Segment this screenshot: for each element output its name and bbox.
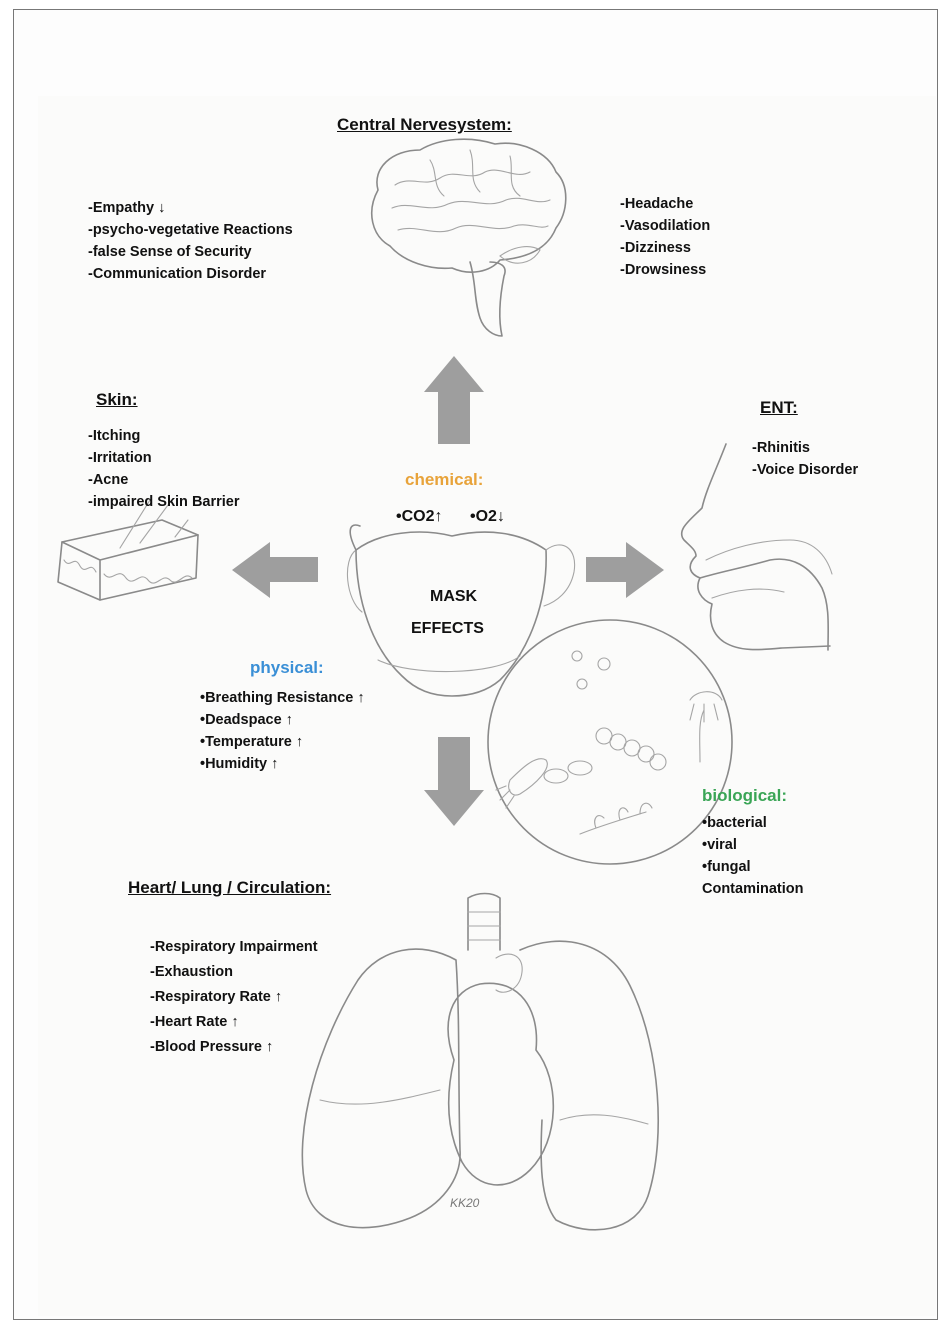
list-item: •viral <box>702 834 804 856</box>
list-item: -Respiratory Rate ↑ <box>150 985 318 1010</box>
heart-heading: Heart/ Lung / Circulation: <box>128 878 331 898</box>
mask-label-line2: EFFECTS <box>411 620 484 638</box>
list-item: -Rhinitis <box>752 437 858 459</box>
list-item: -Acne <box>88 469 240 491</box>
co2-label: •CO2↑ <box>396 508 443 526</box>
list-item: -Dizziness <box>620 237 710 259</box>
mask-label-line1: MASK <box>430 588 477 606</box>
list-item: -Empathy ↓ <box>88 197 293 219</box>
list-item: •fungal <box>702 856 804 878</box>
list-item: -Headache <box>620 193 710 215</box>
list-item: -Heart Rate ↑ <box>150 1010 318 1035</box>
list-item: -Communication Disorder <box>88 263 293 285</box>
list-item: -impaired Skin Barrier <box>88 491 240 513</box>
arrow-right <box>586 542 664 598</box>
chemical-heading: chemical: <box>405 470 483 490</box>
list-item: -Drowsiness <box>620 259 710 281</box>
list-item: -Respiratory Impairment <box>150 935 318 960</box>
biological-list: •bacterial •viral •fungal Contamination <box>702 812 804 900</box>
ent-list: -Rhinitis -Voice Disorder <box>752 437 858 481</box>
skin-heading: Skin: <box>96 390 138 410</box>
list-item: •Humidity ↑ <box>200 753 365 775</box>
list-item: -Voice Disorder <box>752 459 858 481</box>
ent-heading: ENT: <box>760 398 798 418</box>
list-item: -Itching <box>88 425 240 447</box>
list-item: Contamination <box>702 878 804 900</box>
list-item: -Exhaustion <box>150 960 318 985</box>
skin-list: -Itching -Irritation -Acne -impaired Ski… <box>88 425 240 513</box>
o2-label: •O2↓ <box>470 508 505 526</box>
list-item: •Breathing Resistance ↑ <box>200 687 365 709</box>
physical-heading: physical: <box>250 658 324 678</box>
artist-signature: KK20 <box>450 1196 479 1210</box>
skin-drawing <box>58 500 198 600</box>
list-item: -psycho-vegetative Reactions <box>88 219 293 241</box>
physical-list: •Breathing Resistance ↑ •Deadspace ↑ •Te… <box>200 687 365 775</box>
mask-drawing <box>347 525 574 696</box>
brain-drawing <box>372 139 566 336</box>
microbes-drawing <box>488 620 732 864</box>
cns-left-list: -Empathy ↓ -psycho-vegetative Reactions … <box>88 197 293 285</box>
list-item: -false Sense of Security <box>88 241 293 263</box>
biological-heading: biological: <box>702 786 787 806</box>
cns-heading: Central Nervesystem: <box>337 115 512 135</box>
arrow-left <box>232 542 318 598</box>
cns-right-list: -Headache -Vasodilation -Dizziness -Drow… <box>620 193 710 281</box>
lungs-heart-drawing <box>302 894 658 1230</box>
arrow-down <box>424 737 484 826</box>
heart-list: -Respiratory Impairment -Exhaustion -Res… <box>150 935 318 1060</box>
list-item: •Deadspace ↑ <box>200 709 365 731</box>
list-item: -Vasodilation <box>620 215 710 237</box>
list-item: -Blood Pressure ↑ <box>150 1035 318 1060</box>
list-item: -Irritation <box>88 447 240 469</box>
arrow-up <box>424 356 484 444</box>
list-item: •bacterial <box>702 812 804 834</box>
list-item: •Temperature ↑ <box>200 731 365 753</box>
